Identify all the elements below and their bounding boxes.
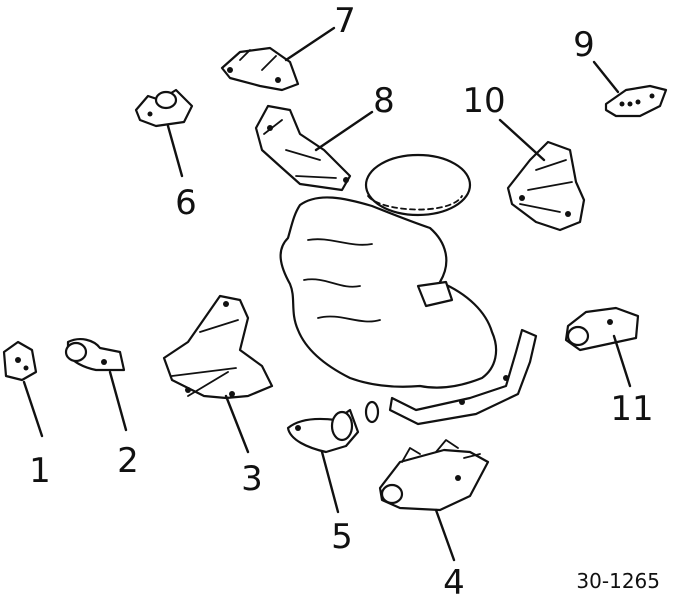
mount-part-2 (64, 338, 126, 372)
callout-4: 4 (443, 563, 465, 600)
mount-part-7 (220, 46, 300, 92)
mount-part-1 (2, 340, 38, 382)
leader-1 (22, 380, 44, 438)
mount-part-3 (162, 294, 274, 400)
callout-1: 1 (29, 451, 51, 491)
callout-8: 8 (373, 81, 395, 121)
mount-part-5 (286, 408, 360, 454)
leader-10 (498, 118, 546, 162)
leader-7 (284, 26, 336, 62)
callout-10: 10 (462, 81, 505, 121)
leader-9 (592, 60, 620, 94)
mount-part-11 (564, 306, 640, 352)
mount-part-8 (254, 104, 352, 192)
leader-8 (314, 110, 374, 152)
engine-block (279, 196, 498, 389)
leader-6 (166, 124, 184, 178)
callout-labels: 1 2 3 4 5 6 7 8 9 10 11 (29, 1, 653, 600)
callout-7: 7 (334, 1, 356, 41)
callout-9: 9 (573, 25, 595, 65)
mount-part-6 (134, 88, 194, 128)
leader-11 (612, 334, 632, 388)
engine-assembly (279, 153, 538, 426)
callout-11: 11 (610, 389, 653, 429)
mount-part-9 (604, 84, 668, 118)
callout-5: 5 (331, 517, 353, 557)
mount-part-4 (378, 439, 490, 512)
figure-reference: 30-1265 (576, 569, 660, 593)
leader-2 (108, 370, 128, 432)
leader-lines (22, 26, 632, 562)
callout-6: 6 (175, 183, 197, 223)
callout-3: 3 (241, 459, 263, 499)
callout-2: 2 (117, 441, 139, 481)
mount-part-10 (506, 140, 586, 232)
leader-5 (320, 450, 340, 514)
cross-member (388, 328, 538, 426)
air-cleaner (364, 153, 472, 217)
leader-4 (434, 508, 456, 562)
leader-3 (224, 394, 250, 454)
